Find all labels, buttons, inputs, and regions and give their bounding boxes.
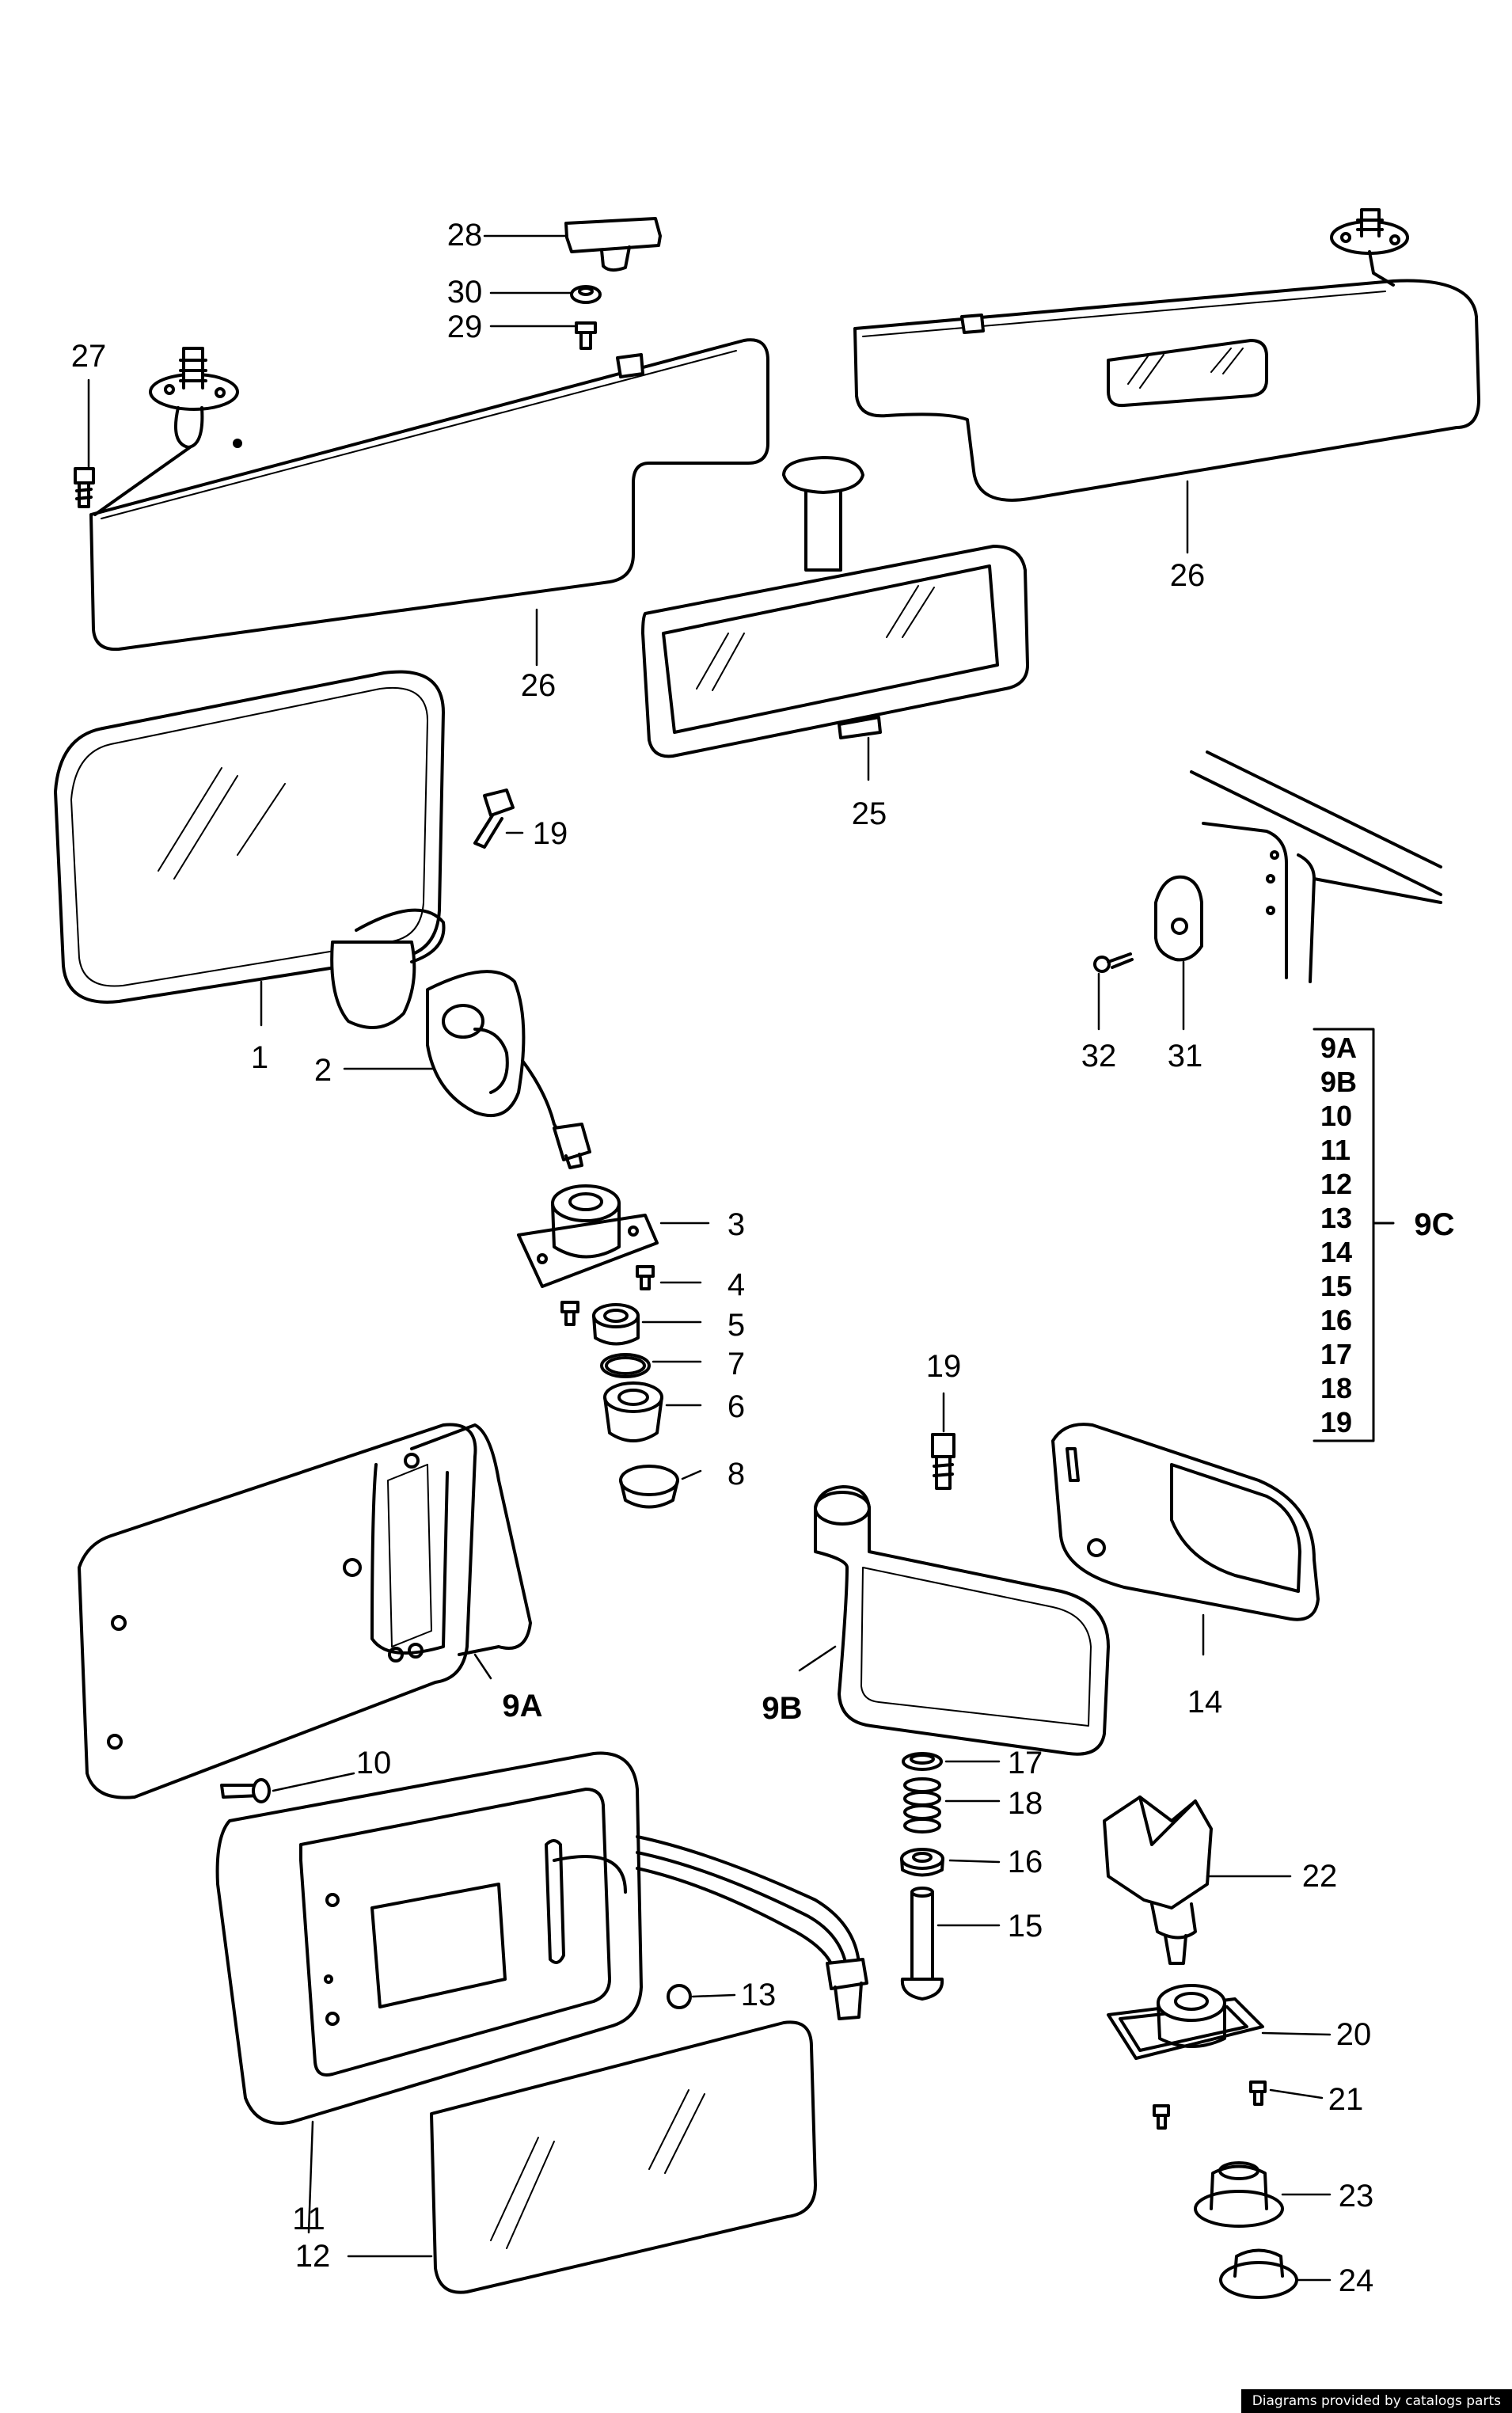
- credit-text: Diagrams provided by catalogs parts: [1240, 2389, 1512, 2413]
- screw-29: [575, 321, 597, 350]
- mirror-base-20: [1107, 1984, 1264, 2060]
- mirror-housing-9A: [78, 1423, 532, 1799]
- exterior-mirror: [54, 670, 446, 1029]
- label-8: 8: [727, 1457, 746, 1492]
- group-item: 9B: [1320, 1066, 1358, 1098]
- interior-mirror: [641, 456, 1029, 758]
- bushing-23: [1194, 2161, 1284, 2228]
- group-item: 17: [1320, 1338, 1353, 1370]
- label-29: 29: [446, 310, 483, 344]
- group-item: 9A: [1320, 1032, 1358, 1064]
- mirror-gasket-2: [426, 970, 591, 1169]
- label-10: 10: [355, 1746, 392, 1780]
- label-31: 31: [1167, 1039, 1203, 1074]
- label-19-upper: 19: [532, 816, 568, 851]
- label-24: 24: [1338, 2263, 1374, 2298]
- nut-16: [900, 1848, 944, 1877]
- label-19-lower: 19: [925, 1349, 962, 1384]
- group-item: 18: [1320, 1372, 1353, 1404]
- visor-hinge-left: [93, 347, 239, 516]
- label-16: 16: [1007, 1845, 1043, 1879]
- nut-5: [592, 1303, 640, 1346]
- spring-ring-17: [902, 1752, 943, 1771]
- label-15: 15: [1007, 1909, 1043, 1944]
- label-26-right: 26: [1169, 558, 1206, 593]
- switch-22: [1103, 1796, 1213, 1965]
- mirror-glass-12: [430, 2020, 817, 2294]
- group-item: 10: [1320, 1100, 1353, 1132]
- group-item: 14: [1320, 1236, 1353, 1268]
- group-item: 16: [1320, 1304, 1353, 1336]
- label-9C: 9C: [1414, 1207, 1455, 1242]
- label-11: 11: [292, 2202, 325, 2236]
- cap-24: [1219, 2248, 1298, 2299]
- group-bracket: [1313, 1028, 1395, 1442]
- bolt-15: [900, 1887, 944, 2001]
- label-13: 13: [740, 1978, 777, 2012]
- washer-30: [570, 285, 602, 304]
- label-7: 7: [727, 1347, 746, 1381]
- label-30: 30: [446, 275, 483, 310]
- label-20: 20: [1335, 2017, 1372, 2052]
- label-32: 32: [1081, 1039, 1117, 1074]
- spring-18: [903, 1777, 941, 1834]
- screw-13: [667, 1984, 692, 2009]
- label-23: 23: [1338, 2179, 1374, 2214]
- screw-21: [1249, 2080, 1267, 2106]
- gasket-14: [1051, 1423, 1320, 1621]
- label-26-left: 26: [520, 668, 557, 703]
- ring-7: [600, 1353, 651, 1378]
- bushing-6: [603, 1381, 663, 1442]
- label-28: 28: [446, 218, 483, 253]
- screw-4: [636, 1265, 655, 1290]
- visor-clip-28: [564, 217, 662, 272]
- sun-visor-right: [853, 279, 1480, 502]
- label-14: 14: [1187, 1685, 1223, 1720]
- visor-hinge-right: [1330, 208, 1409, 287]
- mirror-arm-9B: [814, 1485, 1110, 1756]
- label-6: 6: [727, 1389, 746, 1424]
- label-9B: 9B: [762, 1691, 803, 1726]
- label-18: 18: [1007, 1786, 1043, 1821]
- cap-8: [619, 1465, 679, 1509]
- screw-27: [74, 467, 95, 508]
- label-12: 12: [294, 2239, 331, 2274]
- screw-19-upper: [473, 788, 515, 849]
- group-item: 11: [1320, 1134, 1351, 1166]
- group-item: 12: [1320, 1168, 1353, 1200]
- label-3: 3: [727, 1207, 746, 1242]
- label-2: 2: [313, 1053, 332, 1088]
- label-21: 21: [1328, 2082, 1364, 2117]
- door-frame: [1190, 750, 1442, 983]
- mirror-motor-11: [215, 1751, 868, 2125]
- sun-visor-left: [89, 338, 769, 652]
- label-25: 25: [851, 796, 887, 831]
- group-item: 15: [1320, 1270, 1353, 1302]
- group-item: 19: [1320, 1406, 1353, 1438]
- screw-19-lower: [931, 1433, 955, 1490]
- mirror-base-3: [517, 1184, 659, 1288]
- screw-10: [220, 1778, 271, 1803]
- group-item: 13: [1320, 1202, 1353, 1234]
- label-4: 4: [727, 1267, 746, 1302]
- screw-left-4: [560, 1301, 579, 1326]
- label-5: 5: [727, 1308, 746, 1343]
- label-22: 22: [1301, 1859, 1338, 1894]
- label-17: 17: [1007, 1746, 1043, 1780]
- label-9A: 9A: [502, 1689, 543, 1723]
- label-1: 1: [250, 1040, 269, 1075]
- label-27: 27: [70, 339, 107, 374]
- leader-lines: [87, 234, 1332, 2282]
- cover-31: [1154, 875, 1203, 962]
- screw-left-21: [1153, 2104, 1170, 2130]
- screw-32: [1093, 952, 1134, 973]
